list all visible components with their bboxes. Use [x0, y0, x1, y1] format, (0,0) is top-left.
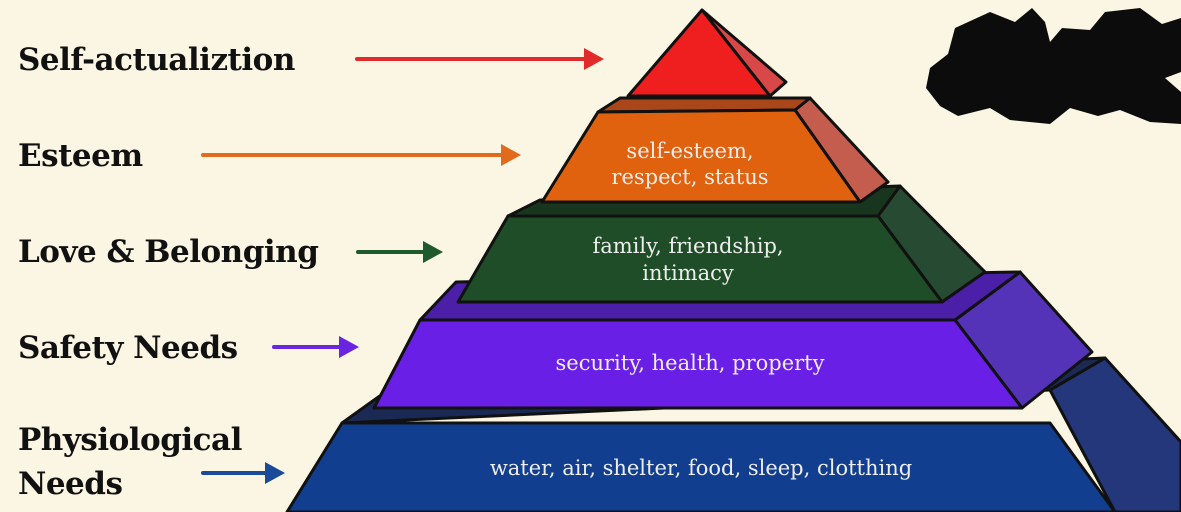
- tier-self-front: [626, 8, 772, 98]
- tier-love-front: [456, 214, 944, 304]
- label-safety-needs: Safety Needs: [18, 330, 238, 366]
- arrow-esteem: [201, 144, 521, 166]
- label-physiological-line-2: Needs: [18, 466, 123, 502]
- arrow-safety: [272, 336, 359, 358]
- arrow-love-belonging: [356, 241, 443, 263]
- tier-self-actualization: [626, 8, 788, 98]
- tier-physiological-front: [285, 421, 1117, 512]
- arrow-self-actualization: [355, 48, 604, 70]
- label-love-belonging: Love & Belonging: [18, 234, 319, 270]
- tier-safety-front: [372, 318, 1024, 410]
- arrow-physiological: [201, 462, 285, 484]
- tier-esteem-desc-2: respect, status: [611, 165, 768, 189]
- label-esteem: Esteem: [18, 138, 143, 174]
- tier-esteem: self-esteem, respect, status: [540, 96, 890, 204]
- decorative-blob: [926, 8, 1181, 124]
- tier-physiological-desc-1: water, air, shelter, food, sleep, clotth…: [490, 456, 912, 480]
- tier-esteem-desc-1: self-esteem,: [626, 139, 753, 163]
- tier-love-desc-1: family, friendship,: [592, 234, 783, 258]
- tier-love-desc-2: intimacy: [642, 261, 734, 285]
- label-self-actualization: Self-actualiztion: [18, 42, 295, 78]
- tier-esteem-front: [540, 108, 862, 204]
- tier-safety-desc-1: security, health, property: [556, 351, 825, 375]
- label-physiological-line-1: Physiological: [18, 422, 242, 458]
